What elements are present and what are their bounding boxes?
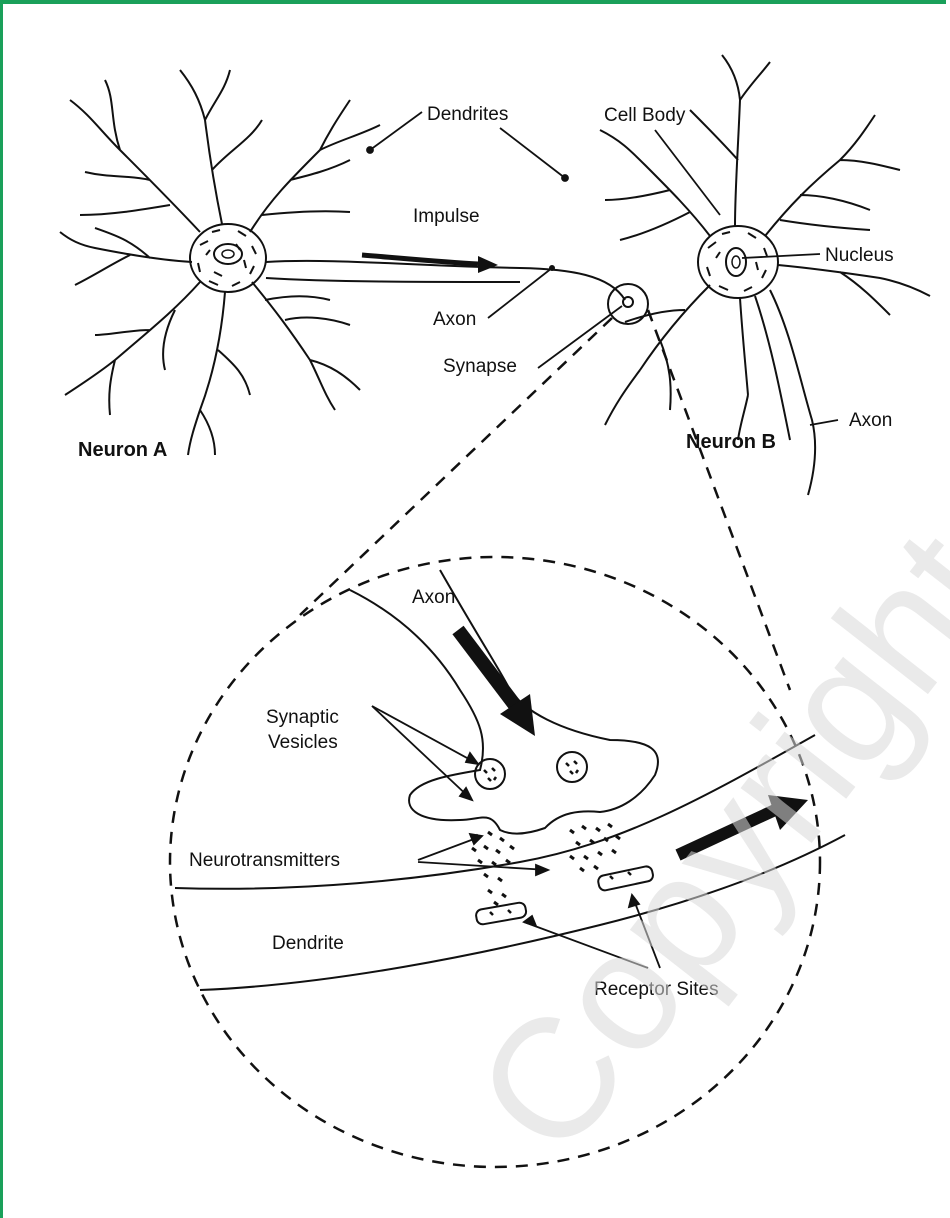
neuron-b-dendrite-right xyxy=(778,265,930,315)
label-synaptic: Synaptic xyxy=(266,707,339,728)
label-impulse: Impulse xyxy=(413,206,480,227)
neuron-a-dendrite-lower-right xyxy=(252,282,360,410)
label-dendrite: Dendrite xyxy=(272,933,344,954)
leader-cell-body xyxy=(655,130,720,215)
label-dendrites: Dendrites xyxy=(427,104,508,125)
neuron-b-cytoplasm-dashes xyxy=(707,232,767,291)
neuron-a-dendrite-lower-left xyxy=(65,282,200,415)
neuron-a xyxy=(60,70,633,455)
leader-synapse xyxy=(538,306,622,368)
neuron-a-axon xyxy=(266,261,625,300)
leader-axon-right xyxy=(810,420,838,425)
receptor-site-left xyxy=(475,902,527,925)
zoom-line-right xyxy=(648,310,790,690)
vesicle-contents xyxy=(484,761,578,781)
neuron-a-dendrite-upper-right xyxy=(250,100,380,232)
label-neuron-a: Neuron A xyxy=(78,439,167,461)
neuron-b-axon xyxy=(755,290,815,495)
neuron-a-dendrite-lower xyxy=(188,292,250,455)
neuron-b-nucleus xyxy=(726,248,746,276)
label-axon-top: Axon xyxy=(433,309,476,330)
copyright-watermark: Copyright Corwin 20 xyxy=(439,0,950,1188)
neuron-a-nucleus xyxy=(214,244,242,264)
axon-direction-arrow xyxy=(458,630,535,736)
neuron-b-dendrite-upper xyxy=(690,55,770,226)
synapse-circle xyxy=(608,284,648,324)
neuron-b-dendrite-upper-right xyxy=(765,115,900,236)
label-axon-right: Axon xyxy=(849,410,892,431)
neuron-a-dendrite-upper-left xyxy=(70,80,200,232)
neuron-a-dendrite-upper xyxy=(180,70,262,224)
synaptic-vesicle-2 xyxy=(557,752,587,782)
leader-dendrites-b xyxy=(500,128,565,178)
label-nucleus: Nucleus xyxy=(825,245,894,266)
neuron-a-dendrite-left xyxy=(60,228,192,285)
neuron-b-cell-body xyxy=(698,226,778,298)
neuron-b-dendrite-lower xyxy=(738,298,748,440)
neuron-a-nucleolus xyxy=(222,250,234,258)
leader-nucleus xyxy=(742,254,820,258)
label-axon-zoom: Axon xyxy=(412,587,455,608)
label-neurotransmitters: Neurotransmitters xyxy=(189,850,340,871)
label-synapse: Synapse xyxy=(443,356,517,377)
neuron-b-nucleolus xyxy=(732,256,740,268)
axon-terminal xyxy=(623,297,633,307)
label-vesicles: Vesicles xyxy=(268,732,338,753)
synaptic-vesicle-1 xyxy=(475,759,505,789)
neuron-b-dendrite-upper-left xyxy=(600,130,710,240)
label-neuron-b: Neuron B xyxy=(686,431,776,453)
label-cell-body: Cell Body xyxy=(604,105,686,126)
leader-dendrites-a xyxy=(370,112,422,150)
leader-axon-top xyxy=(488,268,552,318)
